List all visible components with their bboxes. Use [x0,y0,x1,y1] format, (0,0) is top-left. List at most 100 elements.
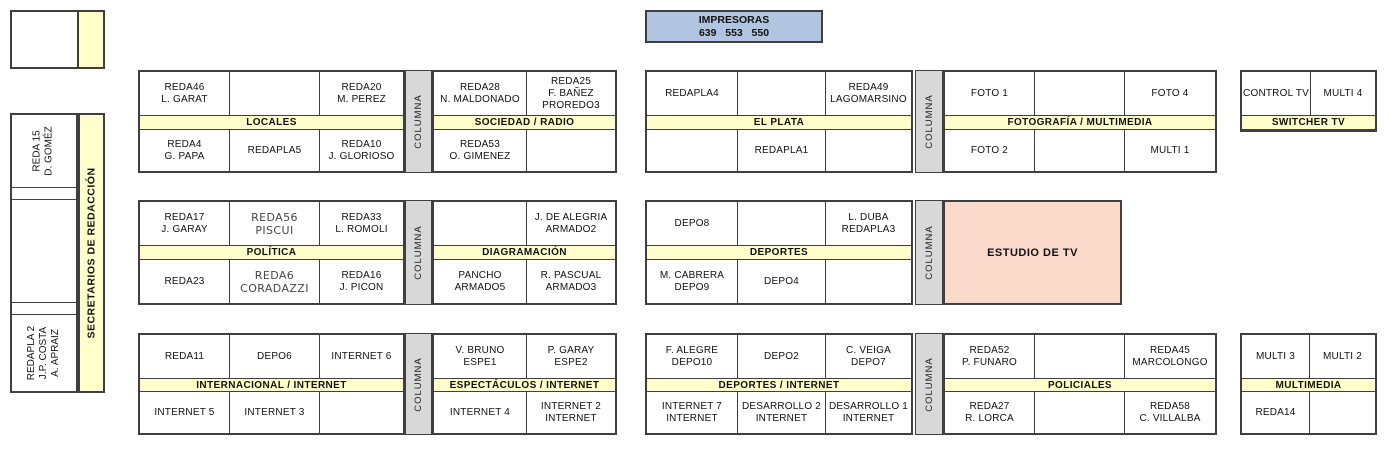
desk-cell [434,202,526,245]
desk-cell: FOTO 2 [970,144,1009,156]
section-band-label: POLICIALES [1047,379,1112,391]
columna-label: COLUMNA [413,356,425,412]
desk-cell [1309,392,1375,433]
left-desk-row [12,199,76,302]
desk-cell [1034,335,1124,378]
desk-cell: MULTI 3 [1256,350,1295,362]
desk-cell [825,130,911,171]
section-band: DEPORTES / INTERNET [647,378,911,392]
section-band-label: FOTOGRAFÍA / MULTIMEDIA [1007,117,1153,128]
section-band: EL PLATA [647,115,911,130]
desk-cell: DEPO4 [737,260,825,303]
desk-cell: REDA14 [1255,406,1296,418]
section-band-label: DEPORTES [749,247,809,258]
section-band-label: SWITCHER TV [1271,117,1346,128]
desk-cell: MULTI 4 [1310,72,1375,115]
secretarios-strip: SECRETARIOS DE REDACCIÓN [78,113,105,393]
columna-pillar: COLUMNA [915,333,943,435]
tv-studio-box: ESTUDIO DE TV [943,200,1122,305]
desk-cell [1034,392,1124,433]
secretarios-label: SECRETARIOS DE REDACCIÓN [85,167,98,339]
section-band: SOCIEDAD / RADIO [434,115,615,130]
section-band-label: DEPORTES / INTERNET [718,379,840,391]
desk-cell: INTERNET 4 [449,406,511,418]
desk-cell [229,72,319,115]
section-band: DEPORTES [647,245,911,260]
columna-label: COLUMNA [923,356,935,412]
desk-cell: INTERNET 6 [319,335,403,378]
section-band: POLICIALES [945,378,1215,392]
printers-title: IMPRESORAS [698,13,770,26]
desk-cell [825,260,911,303]
section-band-label: SOCIEDAD / RADIO [474,117,575,128]
columna-pillar: COLUMNA [405,200,432,305]
desk-cell: REDA11 [164,350,205,362]
desk-cell: DEPO2 [737,335,825,378]
desk-cell [737,202,825,245]
desk-cell [1034,130,1124,171]
section-band-label: LOCALES [246,117,297,128]
desk-cell [526,130,615,171]
section-band: INTERNACIONAL / INTERNET [140,378,403,392]
desk-cell-row: REDAPLA1 [647,130,911,171]
columna-label: COLUMNA [413,225,425,280]
left-desk-row [12,187,76,199]
desk-cell: CONTROL TV [1243,87,1309,99]
corner-desk-box [10,10,105,69]
section-band-label: EL PLATA [753,117,805,128]
left-desk-row [12,302,76,314]
section-band-label: INTERNACIONAL / INTERNET [196,379,347,391]
desk-cell: FOTO 4 [1124,72,1215,115]
